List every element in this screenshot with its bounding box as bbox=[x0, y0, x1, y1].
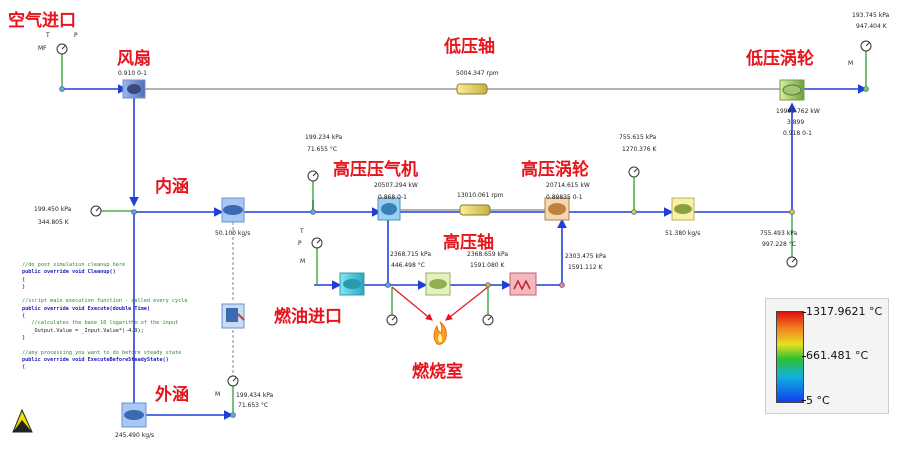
hpc-in-t: 71.655 °C bbox=[307, 146, 338, 153]
combustor-duct-component bbox=[425, 272, 451, 296]
lp-turbine-component bbox=[779, 79, 805, 101]
label-hp-compressor: 高压压气机 bbox=[333, 160, 418, 180]
lpt-exit-m: M bbox=[848, 60, 854, 67]
fuel-t-label: T bbox=[300, 228, 304, 235]
lpt-ratio-1: 3.899 bbox=[787, 119, 805, 126]
core-t: 344.805 K bbox=[38, 219, 69, 226]
label-lp-shaft: 低压轴 bbox=[444, 37, 495, 57]
legend-mid: 661.481 °C bbox=[806, 349, 869, 362]
inlet-t-label: T bbox=[46, 32, 50, 39]
bypass-duct-component bbox=[121, 402, 147, 428]
code-line: //do post simulation cleanup here bbox=[22, 262, 126, 268]
fuel-m-label: M bbox=[300, 258, 306, 265]
hpt-in-t: 1591.112 K bbox=[568, 264, 603, 271]
core-duct-component bbox=[221, 197, 245, 223]
fuel-arrow bbox=[391, 286, 433, 321]
label-bypass-duct: 外涵 bbox=[155, 385, 189, 405]
fan-ratio: 0.910 0-1 bbox=[118, 70, 147, 77]
bypass-p: 199.434 kPa bbox=[236, 392, 274, 399]
lp-speed: 5004.347 rpm bbox=[456, 70, 499, 77]
temperature-legend: 1317.9621 °C 661.481 °C 5 °C bbox=[765, 298, 889, 414]
hpt-power: 20714.615 kW bbox=[546, 182, 590, 189]
label-lp-turbine: 低压涡轮 bbox=[746, 49, 814, 69]
lpt-exit-p: 193.745 kPa bbox=[852, 12, 890, 19]
fuel-valve-component bbox=[339, 272, 365, 296]
code-line: { bbox=[22, 364, 26, 371]
hp-compressor-component bbox=[377, 197, 401, 221]
hpc-ratio: 0.868 0-1 bbox=[378, 194, 407, 201]
hpt-in-p: 2303.475 kPa bbox=[565, 253, 607, 260]
lp-shaft-coupling bbox=[456, 83, 488, 95]
flame-icon bbox=[433, 321, 447, 345]
nozzle-t: 997.228 °C bbox=[762, 241, 796, 248]
code-line bbox=[22, 291, 188, 298]
bypass-m-label: M bbox=[215, 391, 221, 398]
label-fuel-inlet: 燃油进口 bbox=[274, 307, 342, 327]
lpt-in-flow: 51.380 kg/s bbox=[665, 230, 701, 237]
app-logo-icon bbox=[12, 408, 33, 433]
code-line: //any processing you want to do before s… bbox=[22, 349, 182, 356]
lpt-ratio-2: 0.918 0-1 bbox=[783, 130, 812, 137]
label-air-inlet: 空气进口 bbox=[8, 11, 76, 31]
code-line bbox=[22, 342, 188, 349]
inlet-mf-label: MF bbox=[38, 45, 47, 52]
core-p: 199.450 kPa bbox=[34, 206, 72, 213]
lpt-exit-t: 947.404 K bbox=[856, 23, 887, 30]
temperature-color-bar bbox=[776, 311, 804, 403]
hpc-power: 20507.294 kW bbox=[374, 182, 418, 189]
code-line: public override void Cleanup() bbox=[22, 269, 116, 276]
code-line: public override void ExecuteBeforeSteady… bbox=[22, 356, 169, 363]
code-line: _Output.Value = _Input.Value*(-4.9); bbox=[22, 327, 144, 334]
label-core-duct: 内涵 bbox=[155, 177, 189, 197]
nozzle-p: 755.493 kPa bbox=[760, 230, 798, 237]
label-combustor: 燃烧室 bbox=[412, 362, 463, 382]
hpt-ratio: 0.89835 0-1 bbox=[546, 194, 583, 201]
bypass-t: 71.653 °C bbox=[238, 402, 269, 409]
code-line: { bbox=[22, 313, 26, 320]
legend-max: 1317.9621 °C bbox=[806, 305, 883, 318]
inlet-p-label: P bbox=[74, 32, 78, 39]
code-line: public override void Execute(double Time… bbox=[22, 305, 151, 312]
core-flow: 50.100 kg/s bbox=[215, 230, 251, 237]
hpt-out-t: 1270.376 K bbox=[622, 146, 657, 153]
hp-shaft-coupling bbox=[459, 204, 491, 216]
code-line: { bbox=[22, 276, 26, 283]
code-line: //script main execution function - calle… bbox=[22, 298, 188, 305]
label-fan: 风扇 bbox=[117, 49, 151, 69]
fan-component bbox=[122, 79, 146, 99]
hp-speed: 13010.061 rpm bbox=[457, 192, 504, 199]
code-line: } bbox=[22, 334, 26, 341]
comb-in-p: 2368.715 kPa bbox=[390, 251, 432, 258]
comb-in-t: 446.498 °C bbox=[391, 262, 425, 269]
fuel-p-label: P bbox=[298, 240, 302, 247]
label-hp-shaft: 高压轴 bbox=[443, 233, 494, 253]
hpc-in-p: 199.234 kPa bbox=[305, 134, 343, 141]
comb-arrow bbox=[445, 286, 489, 321]
code-line: } bbox=[22, 283, 26, 290]
bypass-flow: 245.490 kg/s bbox=[115, 432, 155, 439]
lpt-duct-component bbox=[671, 197, 695, 221]
hpt-out-p: 755.615 kPa bbox=[619, 134, 657, 141]
comb-p: 2368.659 kPa bbox=[467, 251, 509, 258]
heater-component bbox=[509, 272, 537, 296]
lpt-power: 19993.762 kW bbox=[776, 108, 820, 115]
comb-t: 1591.080 K bbox=[470, 262, 505, 269]
legend-min: 5 °C bbox=[806, 394, 830, 407]
code-line: //calculates the base 10 logarithm of th… bbox=[22, 320, 179, 327]
label-hp-turbine: 高压涡轮 bbox=[521, 160, 589, 180]
script-block-icon bbox=[221, 303, 245, 329]
hp-turbine-component bbox=[544, 197, 570, 221]
